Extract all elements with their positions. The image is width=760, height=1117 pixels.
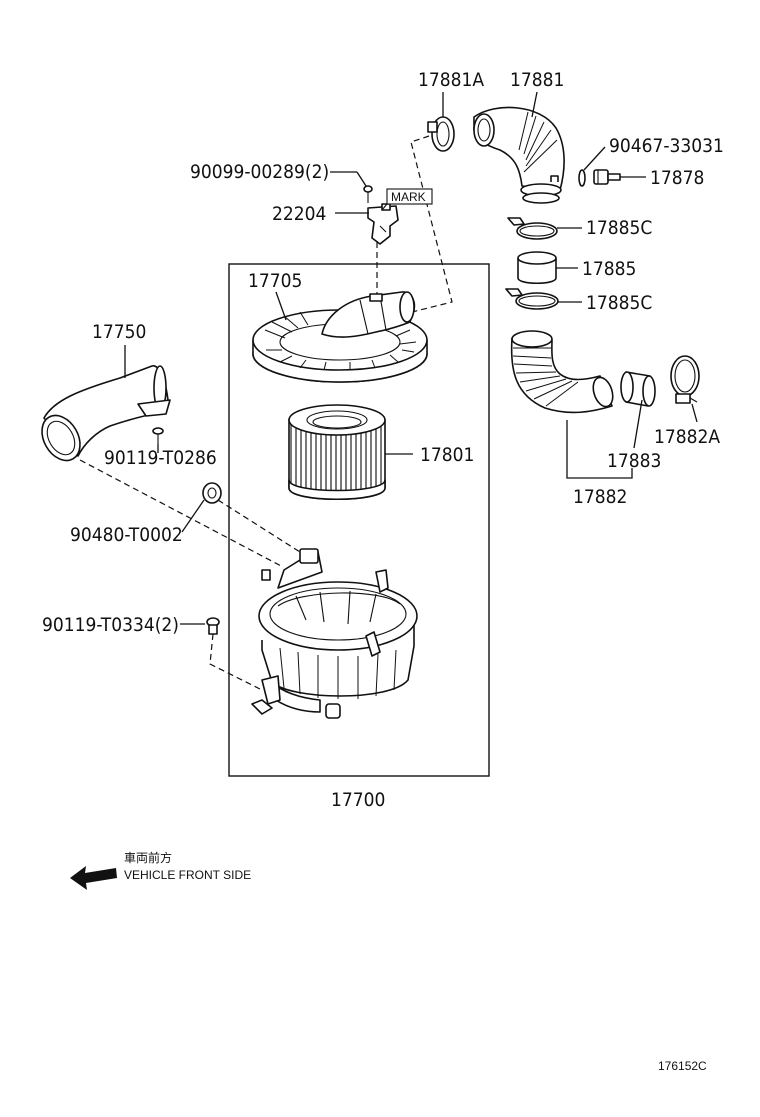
air-cleaner-case[interactable] <box>251 548 418 719</box>
label-90467-33031[interactable]: 90467-33031 <box>609 135 724 157</box>
label-17801[interactable]: 17801 <box>420 444 474 466</box>
part-17885c-upper-clamp[interactable] <box>507 217 558 240</box>
part-90467-33031-ring[interactable] <box>578 169 586 187</box>
part-17705-cover[interactable] <box>252 291 428 383</box>
assembly-dashed-lines <box>79 135 453 691</box>
label-90119-t0286[interactable]: 90119-T0286 <box>104 447 217 469</box>
label-22204[interactable]: 22204 <box>272 203 326 225</box>
arrow-left-icon <box>70 866 117 890</box>
part-90099-00289-screw[interactable] <box>363 185 373 203</box>
direction-note-japanese: 車両前方 <box>124 850 172 865</box>
label-17882a[interactable]: 17882A <box>654 426 720 448</box>
label-17750[interactable]: 17750 <box>92 321 146 343</box>
part-labels: 17881A 17881 90467-33031 17878 90099-002… <box>42 69 724 811</box>
label-17700-assembly[interactable]: 17700 <box>331 789 385 811</box>
direction-note-english: VEHICLE FRONT SIDE <box>124 868 251 882</box>
part-17801-filter-element[interactable] <box>288 404 386 501</box>
label-90119-t0334[interactable]: 90119-T0334(2) <box>42 614 179 636</box>
label-90099-00289[interactable]: 90099-00289(2) <box>190 161 329 183</box>
part-17882-hose[interactable] <box>510 330 617 414</box>
part-17885-hose[interactable] <box>517 251 557 285</box>
part-17883-connector[interactable] <box>620 371 656 407</box>
mark-tag-text: MARK <box>391 190 426 204</box>
part-17881a-clamp[interactable] <box>427 116 455 152</box>
part-22204-airflow-sensor[interactable] <box>367 203 399 245</box>
label-17882[interactable]: 17882 <box>573 486 627 508</box>
leader-lines <box>124 91 698 625</box>
label-90480-t0002[interactable]: 90480-T0002 <box>70 524 183 546</box>
part-90119-t0334-bolt[interactable] <box>206 617 220 635</box>
part-17878-fitting[interactable] <box>593 169 621 185</box>
reference-code: 176152C <box>658 1059 707 1073</box>
mark-tag: MARK <box>381 188 433 211</box>
direction-note: 車両前方 VEHICLE FRONT SIDE <box>70 850 251 890</box>
part-90480-t0002-grommet[interactable] <box>202 482 222 504</box>
assembly-box <box>228 263 490 777</box>
label-17881a[interactable]: 17881A <box>418 69 484 91</box>
label-17885c-upper[interactable]: 17885C <box>586 217 652 239</box>
case-ribs <box>279 647 397 699</box>
part-17881-hose[interactable] <box>473 106 565 204</box>
label-17878[interactable]: 17878 <box>650 167 704 189</box>
part-90119-t0286-bolt[interactable] <box>152 427 164 444</box>
label-17883[interactable]: 17883 <box>607 450 661 472</box>
label-17885[interactable]: 17885 <box>582 258 636 280</box>
label-17705[interactable]: 17705 <box>248 270 302 292</box>
label-17885c-lower[interactable]: 17885C <box>586 292 652 314</box>
label-17881[interactable]: 17881 <box>510 69 564 91</box>
part-17750-inlet-duct[interactable] <box>34 365 171 467</box>
part-17885c-lower-clamp[interactable] <box>505 288 559 310</box>
part-17882a-clamp[interactable] <box>670 355 700 404</box>
